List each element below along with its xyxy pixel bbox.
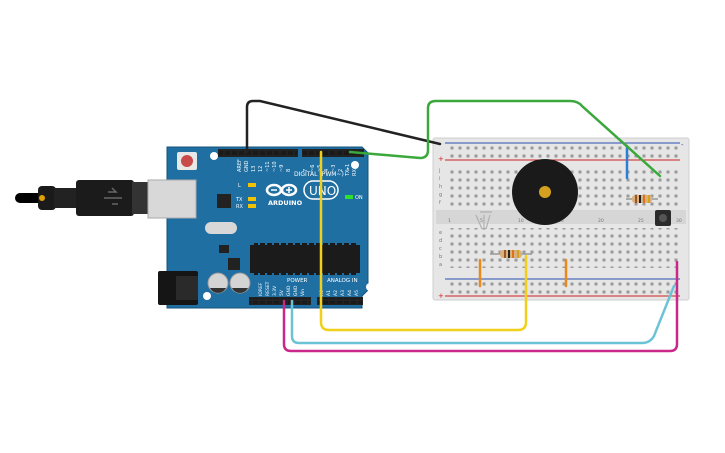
led-rx — [248, 204, 256, 208]
mounting-hole — [203, 292, 211, 300]
mounting-hole — [210, 152, 218, 160]
pin-label: GND — [293, 285, 299, 296]
terminal-strip-bottom[interactable] — [446, 228, 678, 268]
wire-cyan[interactable] — [290, 284, 676, 345]
pin-label: 8 — [286, 169, 292, 172]
row-letter: a — [439, 262, 442, 268]
pin-label: GND — [244, 160, 250, 172]
pin-label: GND — [286, 285, 292, 296]
pin-label: 3.3V — [272, 285, 278, 296]
pin-label: 4 — [324, 169, 330, 172]
resistor-1[interactable] — [490, 250, 532, 258]
row-letter: j — [438, 168, 440, 174]
top-power-rail[interactable] — [446, 144, 678, 159]
model-label: UNO — [309, 184, 336, 198]
led-label-rx: RX — [236, 204, 243, 210]
usb-cable — [15, 180, 150, 216]
led-l — [248, 183, 256, 187]
pin-label: 2 — [338, 169, 344, 172]
usb-tip-icon — [39, 195, 45, 201]
brand-label: ARDUINO — [268, 199, 303, 207]
pin-label: ~11 — [265, 161, 271, 172]
column-number: 1 — [448, 218, 451, 224]
pin-label: ~10 — [272, 161, 278, 172]
mounting-hole — [366, 283, 374, 291]
led-on — [345, 195, 353, 199]
pin-label: ~6 — [310, 165, 316, 172]
column-numbers: 1 5 10 15 20 25 30 — [448, 218, 682, 224]
pin-label: A5 — [354, 290, 360, 296]
rail-plus-label: + — [438, 155, 444, 163]
led-tx — [248, 197, 256, 201]
column-number: 15 — [558, 218, 564, 224]
pin-label: 13 — [251, 166, 257, 172]
row-letter: d — [439, 238, 442, 244]
row-letter: f — [439, 200, 441, 206]
row-letters: j i h g f e d c b a — [438, 168, 442, 268]
pin-label: A3 — [340, 290, 346, 296]
pin-label: Vin — [300, 289, 306, 296]
arduino-uno-board[interactable]: L TX RX ON AREF GND 13 12 ~11 ~10 ~9 8 7… — [147, 146, 374, 309]
led-label-l: L — [238, 183, 241, 189]
column-number: 25 — [638, 218, 644, 224]
column-number: 20 — [598, 218, 604, 224]
rail-minus-label: - — [681, 141, 684, 149]
short-jumpers — [478, 144, 629, 288]
usb-port — [147, 179, 197, 219]
pin-label: RESET — [265, 281, 271, 296]
column-number: 30 — [676, 218, 682, 224]
pin-label: ~9 — [279, 165, 285, 172]
pin-label: TX▸1 — [345, 164, 351, 177]
bottom-power-rail[interactable] — [446, 280, 678, 295]
pin-label: RX◂0 — [352, 163, 358, 176]
led-component[interactable] — [475, 211, 492, 230]
pin-label: 12 — [258, 166, 264, 172]
row-letter: i — [439, 176, 440, 182]
wire-black[interactable] — [245, 99, 442, 154]
digital-label: DIGITAL (PWM~) — [294, 171, 344, 178]
pin-label: A2 — [333, 290, 339, 296]
usb-chip — [217, 194, 231, 208]
reset-button[interactable] — [177, 152, 197, 170]
rail-plus-label: + — [438, 292, 444, 300]
column-number: 10 — [518, 218, 524, 224]
wire-green[interactable] — [348, 99, 662, 178]
row-letter: e — [439, 230, 442, 236]
pin-label: IOREF — [258, 282, 264, 296]
pin-label: ~3 — [331, 165, 337, 172]
crystal — [205, 222, 237, 234]
usb-symbol-icon — [104, 187, 122, 205]
row-letter: g — [439, 192, 442, 198]
row-letter: b — [439, 254, 442, 260]
mounting-hole — [351, 161, 359, 169]
pin-label: 5V — [279, 289, 285, 296]
push-button[interactable] — [655, 210, 671, 226]
wire-magenta[interactable] — [282, 260, 679, 353]
piezo-buzzer[interactable] — [512, 159, 578, 225]
pin-label: A1 — [326, 290, 332, 296]
column-number: 5 — [480, 218, 483, 224]
pin-label: 7 — [303, 169, 309, 172]
wire-yellow[interactable] — [319, 150, 528, 332]
row-letter: c — [439, 246, 442, 252]
resistor-2[interactable] — [626, 195, 658, 203]
regulator — [219, 245, 229, 253]
power-pin-labels: IOREF RESET 3.3V 5V GND GND Vin — [258, 281, 306, 296]
row-letter: h — [439, 184, 442, 190]
pin-label: A4 — [347, 290, 353, 296]
pin-label: AREF — [237, 159, 243, 172]
atmega-chip — [250, 245, 360, 273]
arduino-logo-icon — [265, 183, 298, 197]
analog-label: ANALOG IN — [327, 278, 358, 284]
led-label-tx: TX — [235, 197, 243, 203]
on-label: ON — [355, 195, 363, 201]
power-label: POWER — [287, 278, 308, 284]
